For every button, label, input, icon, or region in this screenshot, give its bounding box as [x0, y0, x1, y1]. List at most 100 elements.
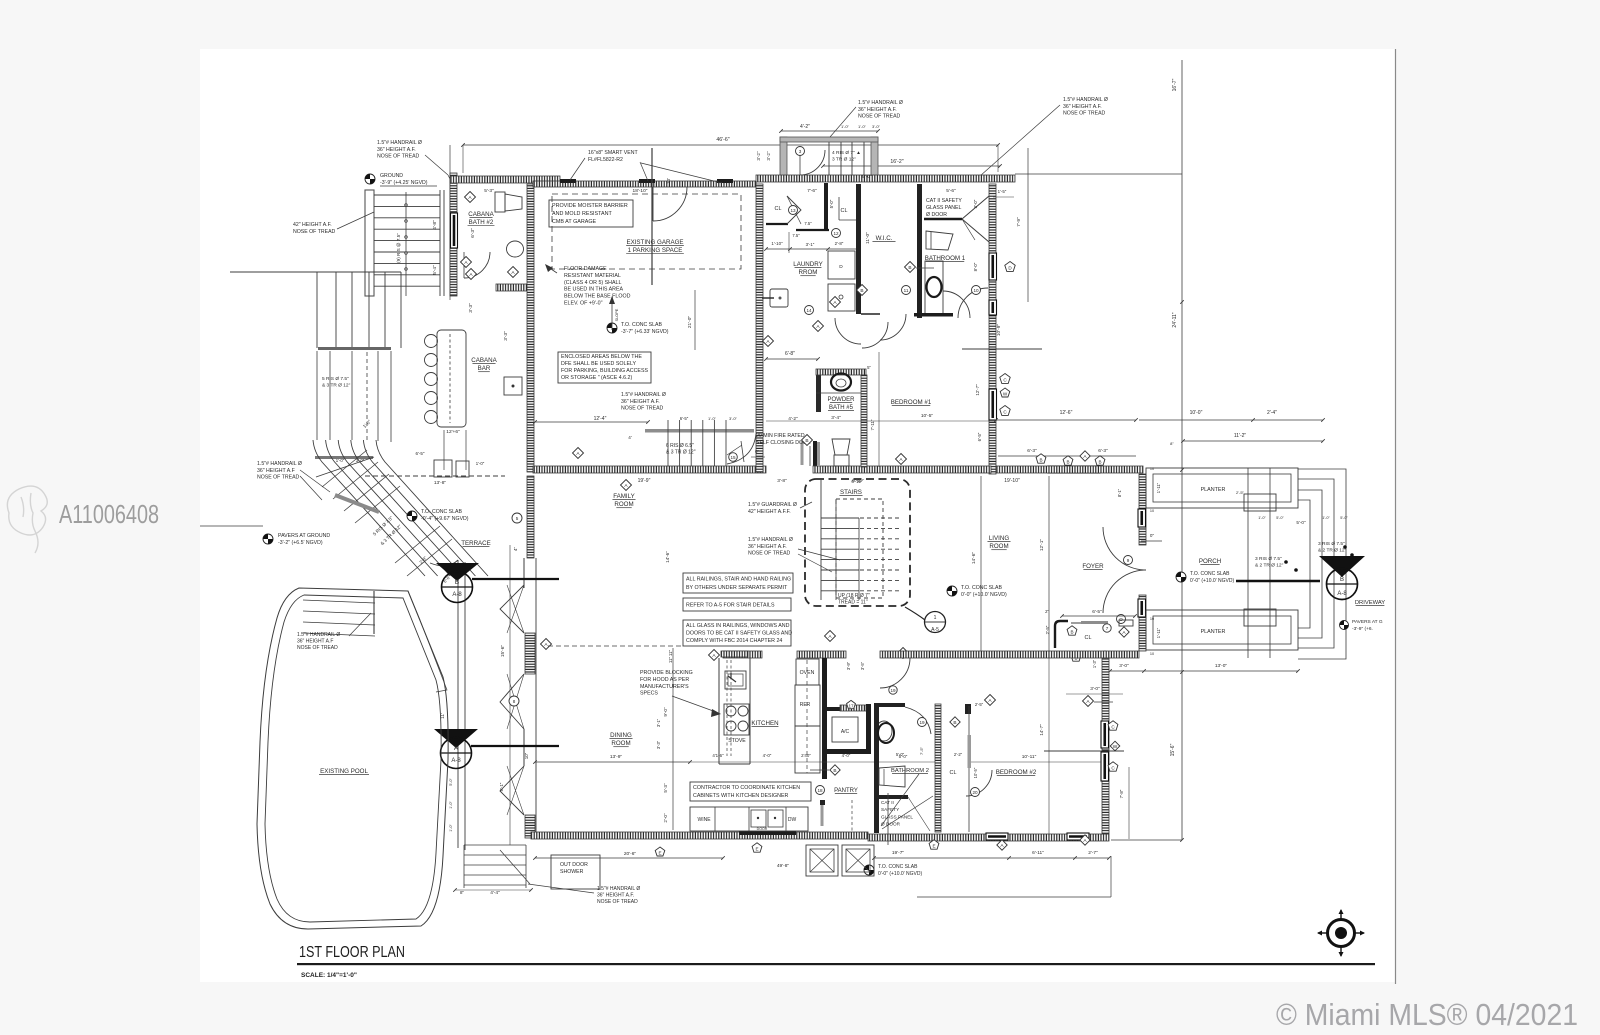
- svg-text:BE USED IN THIS AREA: BE USED IN THIS AREA: [564, 287, 624, 293]
- svg-text:PLANTER: PLANTER: [1201, 487, 1226, 493]
- svg-text:A: A: [712, 653, 716, 659]
- svg-text:A: A: [511, 270, 515, 276]
- svg-text:3'-0": 3'-0": [872, 124, 881, 129]
- svg-text:14'-6": 14'-6": [665, 551, 670, 563]
- svg-text:10': 10': [666, 178, 671, 184]
- svg-text:2'-0": 2'-0": [663, 813, 668, 823]
- svg-text:NOSE OF TREAD: NOSE OF TREAD: [1063, 111, 1106, 117]
- svg-text:11": 11": [668, 650, 673, 657]
- svg-text:12'+6": 12'+6": [446, 429, 460, 435]
- svg-text:7'-8": 7'-8": [1119, 789, 1124, 798]
- svg-text:1'-0": 1'-0": [858, 124, 867, 129]
- svg-text:1.5"# HANDRAIL Ø: 1.5"# HANDRAIL Ø: [597, 886, 640, 892]
- svg-text:11: 11: [904, 288, 909, 293]
- svg-text:36" HEIGHT A.F: 36" HEIGHT A.F: [257, 468, 295, 474]
- svg-text:BEDROOM #2: BEDROOM #2: [996, 769, 1037, 776]
- svg-text:CAT II SAFETY: CAT II SAFETY: [926, 198, 962, 204]
- svg-text:1.5"# GUARDRAIL Ø: 1.5"# GUARDRAIL Ø: [748, 502, 797, 508]
- svg-text:1'-11": 1'-11": [1156, 482, 1161, 493]
- svg-text:0'-0" (+10.0' NGVD): 0'-0" (+10.0' NGVD): [878, 871, 922, 877]
- svg-text:5'-0": 5'-0": [1276, 516, 1284, 520]
- svg-text:T.O. CONC SLAB: T.O. CONC SLAB: [961, 585, 1002, 591]
- svg-text:NOSE OF TREAD: NOSE OF TREAD: [297, 645, 338, 651]
- svg-text:49'-8": 49'-8": [777, 863, 790, 869]
- svg-text:T.O. CONC SLAB: T.O. CONC SLAB: [878, 864, 918, 870]
- svg-text:5'-0": 5'-0": [896, 752, 905, 757]
- svg-text:TREAD = 11": TREAD = 11": [838, 600, 868, 606]
- svg-text:E: E: [658, 850, 661, 855]
- svg-text:18: 18: [817, 788, 823, 793]
- svg-text:6'-5": 6'-5": [416, 451, 425, 456]
- svg-text:3 RIS Ø 7.5": 3 RIS Ø 7.5": [1255, 556, 1282, 562]
- svg-text:PLANTER: PLANTER: [1201, 629, 1226, 635]
- svg-text:A-5: A-5: [931, 627, 939, 633]
- svg-text:(9) RIS @ 7.5": (9) RIS @ 7.5": [396, 233, 401, 263]
- svg-text:B: B: [1066, 459, 1069, 464]
- svg-text:& 3 TR Ø 12": & 3 TR Ø 12": [322, 382, 351, 388]
- svg-text:DOOR: DOOR: [757, 827, 768, 831]
- svg-text:36" HEIGHT A.F.: 36" HEIGHT A.F.: [597, 893, 634, 899]
- svg-text:A: A: [464, 260, 468, 266]
- svg-text:EXISTING POOL: EXISTING POOL: [320, 768, 368, 775]
- svg-text:15: 15: [730, 455, 736, 460]
- svg-text:2'-8": 2'-8": [418, 555, 428, 565]
- svg-text:NOSE OF TREAD: NOSE OF TREAD: [858, 114, 901, 120]
- svg-text:3'-0": 3'-0": [973, 199, 978, 208]
- svg-text:3'-0": 3'-0": [356, 458, 365, 463]
- svg-text:11'-2": 11'-2": [1234, 433, 1247, 439]
- svg-text:RESISTANT MATERIAL: RESISTANT MATERIAL: [564, 273, 621, 279]
- svg-text:BATHROOM 2: BATHROOM 2: [891, 768, 929, 774]
- svg-text:4': 4': [628, 435, 632, 440]
- svg-text:PORCH: PORCH: [1199, 558, 1221, 565]
- svg-text:3'-5": 3'-5": [860, 661, 865, 670]
- svg-text:19'-9": 19'-9": [638, 478, 651, 484]
- svg-text:5 RIS Ø 7.5": 5 RIS Ø 7.5": [322, 376, 349, 382]
- svg-text:5'-4": 5'-4": [432, 265, 438, 275]
- svg-text:B: B: [833, 768, 836, 774]
- svg-text:7'-9": 7'-9": [1016, 217, 1022, 227]
- svg-text:OVEN: OVEN: [800, 670, 815, 676]
- svg-text:5'-3": 5'-3": [663, 783, 668, 793]
- svg-text:CMB AT GARAGE: CMB AT GARAGE: [552, 219, 597, 225]
- svg-text:B: B: [1340, 577, 1344, 583]
- svg-text:16"x8" SMART VENT: 16"x8" SMART VENT: [588, 150, 638, 156]
- svg-text:AND MOLD RESISTANT: AND MOLD RESISTANT: [552, 211, 613, 217]
- svg-text:SHOWER: SHOWER: [560, 869, 584, 875]
- svg-text:RER: RER: [800, 702, 811, 708]
- svg-text:42" HEIGHT A.F.: 42" HEIGHT A.F.: [293, 222, 332, 228]
- svg-text:1'-0": 1'-0": [1258, 516, 1266, 520]
- svg-text:1'-0": 1'-0": [449, 824, 453, 832]
- svg-text:1.5"# HANDRAIL Ø: 1.5"# HANDRAIL Ø: [257, 461, 302, 467]
- svg-text:10: 10: [1150, 617, 1154, 621]
- svg-text:STAIRS: STAIRS: [840, 489, 862, 496]
- svg-text:& 2 TR Ø 12": & 2 TR Ø 12": [1318, 547, 1347, 553]
- svg-text:13: 13: [790, 208, 796, 213]
- svg-text:13'-0": 13'-0": [1215, 663, 1228, 669]
- svg-text:DINING: DINING: [610, 732, 632, 739]
- svg-text:RROM: RROM: [799, 269, 818, 276]
- svg-text:UP (18 R Ø 7": UP (18 R Ø 7": [838, 593, 870, 599]
- svg-text:1'-0": 1'-0": [362, 419, 372, 429]
- svg-text:10: 10: [1150, 509, 1154, 513]
- svg-text:B: B: [908, 265, 911, 271]
- svg-text:PROVIDE BLOCKING: PROVIDE BLOCKING: [640, 670, 693, 676]
- svg-text:C: C: [1003, 409, 1007, 414]
- svg-text:Ø DOOR: Ø DOOR: [926, 212, 947, 218]
- svg-text:Ø DOOR: Ø DOOR: [881, 822, 901, 827]
- svg-text:O: O: [1119, 617, 1123, 622]
- svg-text:5'-3": 5'-3": [484, 188, 494, 194]
- svg-text:NOSE OF TREAD: NOSE OF TREAD: [293, 229, 336, 235]
- svg-text:12'-6": 12'-6": [1060, 410, 1073, 416]
- svg-text:1'-11": 1'-11": [1156, 627, 1161, 638]
- svg-text:A-8: A-8: [452, 592, 462, 598]
- svg-text:A: A: [1122, 630, 1126, 636]
- svg-text:NOSE OF TREAD: NOSE OF TREAD: [748, 551, 791, 557]
- svg-text:A: A: [1086, 699, 1090, 705]
- svg-text:DW: DW: [788, 817, 797, 823]
- svg-text:4'-4": 4'-4": [490, 890, 500, 896]
- svg-text:STOVE: STOVE: [728, 738, 746, 744]
- svg-text:FOYER: FOYER: [1082, 563, 1104, 570]
- svg-text:CAT II: CAT II: [881, 800, 894, 805]
- svg-text:A-8: A-8: [451, 758, 461, 764]
- svg-text:1'-0": 1'-0": [476, 461, 485, 466]
